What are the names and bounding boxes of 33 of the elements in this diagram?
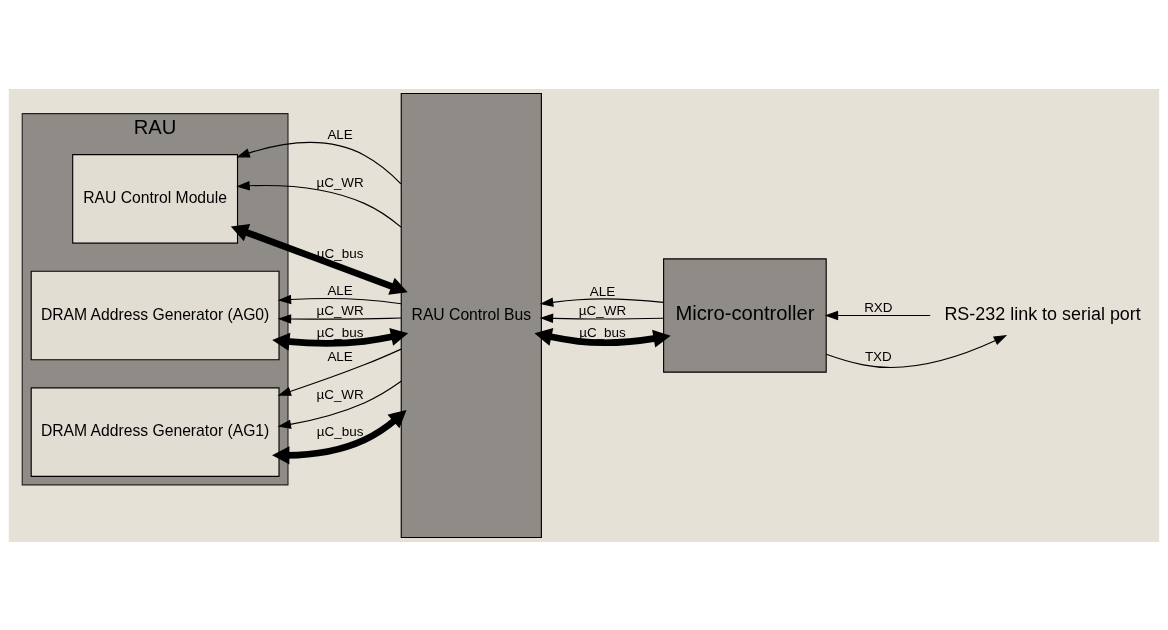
edge-label: µC_bus <box>579 324 626 340</box>
arrow <box>539 297 665 307</box>
arrow <box>277 313 402 324</box>
edge-label: ALE <box>327 126 353 142</box>
edge-label: ALE <box>589 283 616 299</box>
arrow <box>272 409 407 464</box>
arrow <box>825 334 1008 368</box>
arrow <box>824 310 931 320</box>
arrow <box>277 294 402 304</box>
node-box: DRAM Address Generator (AG1) <box>30 386 280 477</box>
node-box: RAU Control Bus <box>400 92 542 538</box>
edge-label: TXD <box>864 348 892 364</box>
edge-label: µC_WR <box>316 174 364 190</box>
node-text: RS-232 link to serial port <box>944 303 1141 324</box>
arrow <box>277 348 402 396</box>
arrow <box>230 223 408 295</box>
arrow <box>272 327 409 351</box>
edge-label: RXD <box>864 299 893 315</box>
edge-label: µC_bus <box>316 324 364 340</box>
arrow <box>236 141 402 184</box>
node-box: Micro-controller <box>663 257 827 373</box>
arrow <box>534 327 671 348</box>
edge-label: µC_bus <box>316 423 364 439</box>
arrow <box>539 313 664 323</box>
edge-label: µC_WR <box>316 302 364 318</box>
node-box: RAU Control Module <box>72 153 239 244</box>
arrow <box>277 380 402 429</box>
edge-label: µC_WR <box>316 386 364 402</box>
node-box: DRAM Address Generator (AG0) <box>30 270 280 360</box>
edge-label: ALE <box>327 348 353 364</box>
arrow <box>236 180 402 228</box>
edge-label: ALE <box>327 282 353 298</box>
edge-label: µC_WR <box>578 302 627 318</box>
